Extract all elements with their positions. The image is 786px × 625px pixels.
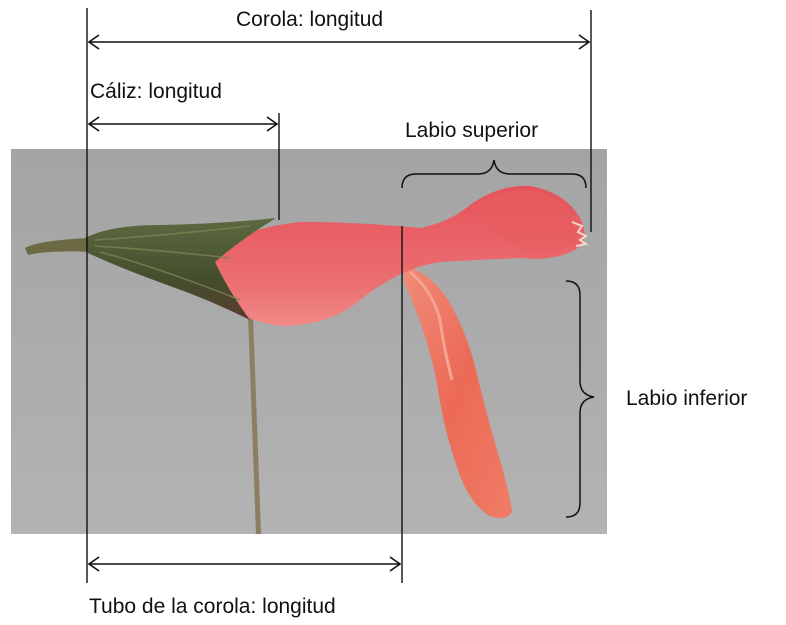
tube-length-label: Tubo de la corola: longitud	[89, 595, 336, 619]
corolla-length-label: Corola: longitud	[230, 8, 389, 32]
corolla-length-arrow	[89, 35, 589, 49]
lower-lip-label: Labio inferior	[626, 387, 747, 411]
upper-lip-label: Labio superior	[405, 119, 538, 143]
calyx-length-arrow	[89, 117, 277, 131]
calyx-length-label: Cáliz: longitud	[90, 80, 222, 104]
tube-length-arrow	[89, 557, 400, 571]
